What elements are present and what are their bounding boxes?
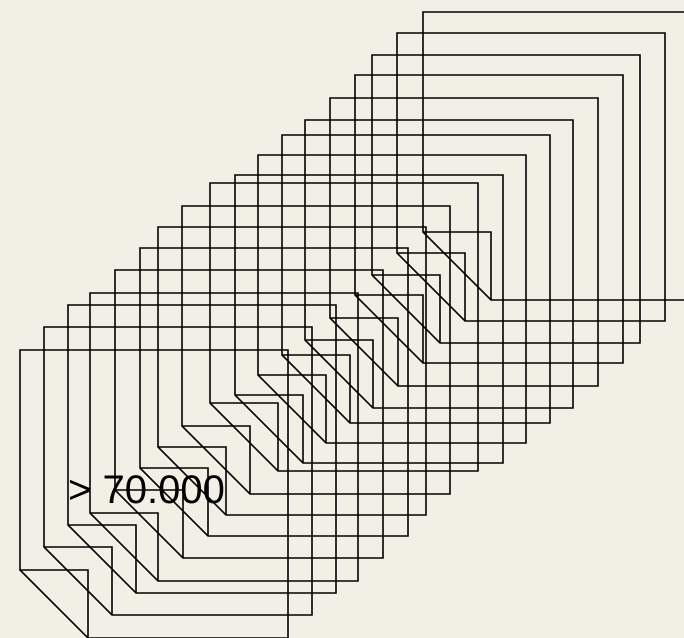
- document-page-outline: [90, 293, 358, 581]
- document-page: [90, 293, 358, 581]
- document-page: [68, 305, 336, 593]
- document-count-label: > 70.000: [68, 470, 225, 510]
- document-page-outline: [68, 305, 336, 593]
- document-page-outline: [355, 75, 623, 363]
- document-page-outline: [258, 155, 526, 443]
- document-page: [282, 135, 550, 423]
- document-page: [397, 33, 665, 321]
- document-page-outline: [282, 135, 550, 423]
- document-page: [305, 120, 573, 408]
- document-page: [355, 75, 623, 363]
- document-page: [258, 155, 526, 443]
- document-page-outline: [305, 120, 573, 408]
- document-page-outline: [397, 33, 665, 321]
